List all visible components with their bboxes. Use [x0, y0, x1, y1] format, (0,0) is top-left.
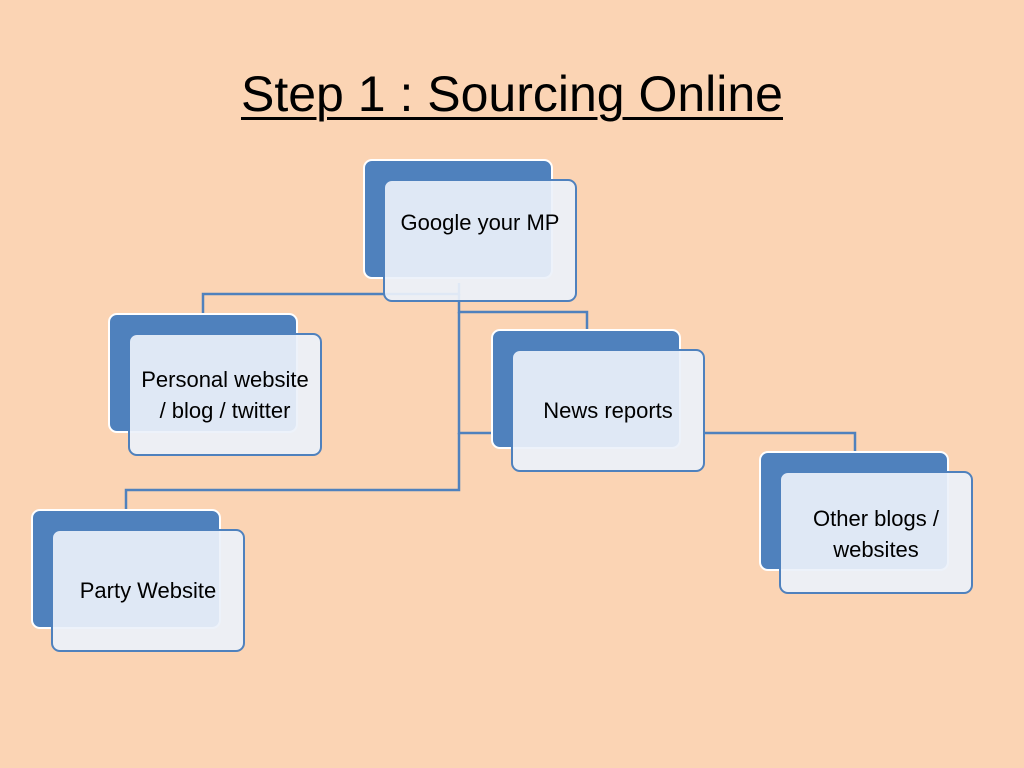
node-label: Party Website [79, 578, 217, 603]
node-label: Google your MP [400, 210, 560, 235]
slide-title: Step 1 : Sourcing Online [241, 66, 783, 122]
node-front: Party Website [51, 529, 245, 652]
node-front: Personal website / blog / twitter [128, 333, 322, 456]
connector-root-news-side [457, 312, 492, 435]
node-label: Personal website / blog / twitter [141, 366, 309, 423]
node-label: Other blogs / websites [813, 506, 939, 562]
connector-root-party [124, 433, 461, 510]
connector-root-news [457, 294, 589, 330]
node-label: News reports [543, 398, 673, 423]
node-front: News reports [511, 349, 705, 472]
connector-news-other [705, 431, 857, 452]
node-front: Other blogs / websites [779, 471, 973, 594]
node-front: Google your MP [383, 179, 577, 302]
